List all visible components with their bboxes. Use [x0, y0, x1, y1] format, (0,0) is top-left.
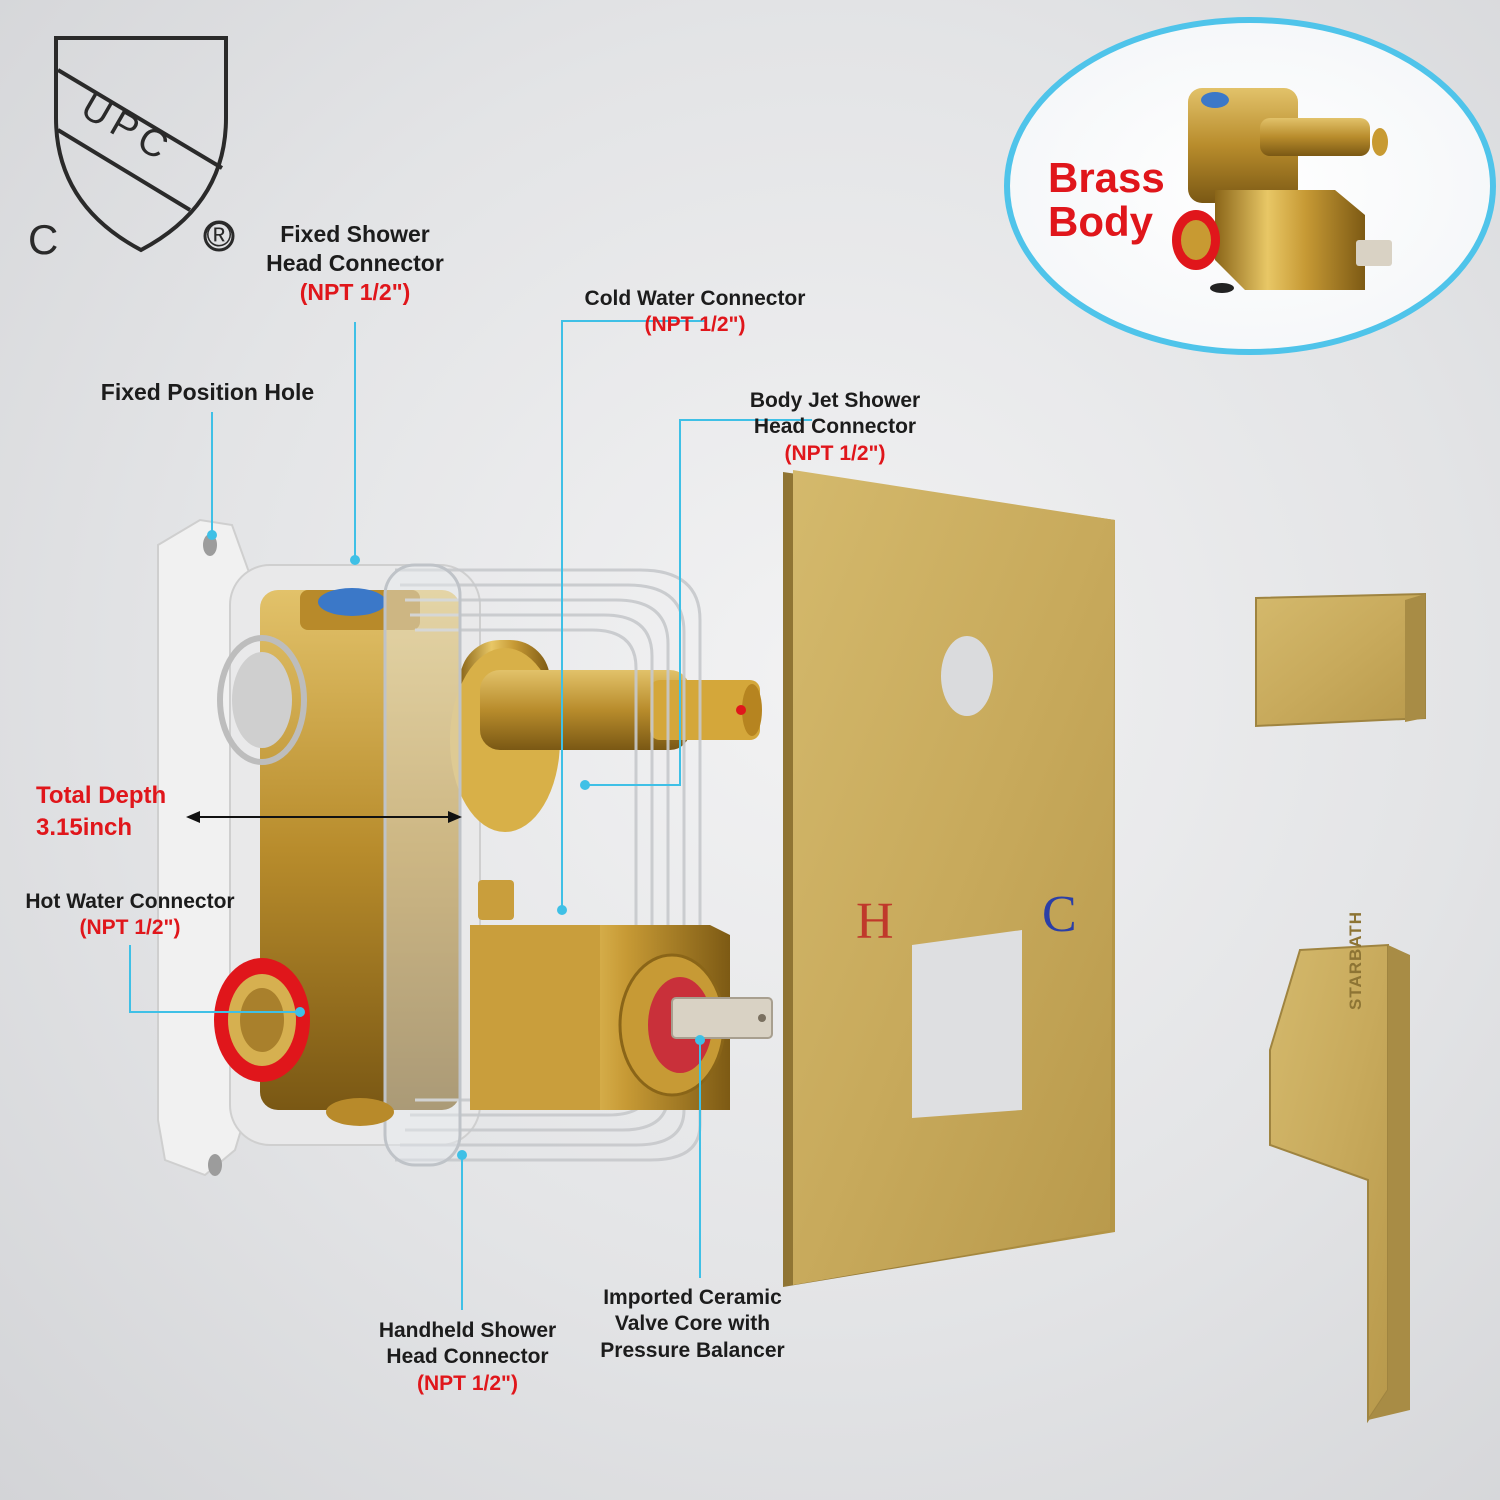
- body-jet-line2: Head Connector: [753, 415, 917, 439]
- handle-brand: STARBATH: [1346, 911, 1365, 1010]
- brass-body-line2: Body: [1048, 198, 1153, 245]
- handheld-spec: (NPT 1/2"): [417, 1371, 518, 1395]
- upc-certification-icon: [54, 36, 235, 253]
- total-depth-line2: 3.15inch: [36, 814, 133, 841]
- handle-lever: [1269, 943, 1410, 1424]
- cold-mark: C: [1042, 886, 1077, 943]
- registered-mark: ®: [206, 216, 232, 254]
- fixed-hole-line1: Fixed Position Hole: [100, 379, 315, 405]
- total-depth-line1: Total Depth: [36, 782, 167, 809]
- brass-body-line1: Brass: [1048, 154, 1165, 201]
- hot-water-label: Hot Water Connector (NPT 1/2"): [10, 889, 250, 942]
- upc-c-mark: C: [28, 216, 59, 263]
- cold-water-spec: (NPT 1/2"): [644, 313, 746, 337]
- trim-plate: [783, 470, 1115, 1287]
- brass-body-label: Brass Body: [1048, 156, 1165, 244]
- ceramic-line3: Pressure Balancer: [600, 1338, 785, 1362]
- cold-water-label: Cold Water Connector (NPT 1/2"): [560, 286, 830, 339]
- valve-cap: [1255, 592, 1426, 728]
- callout-dots: [207, 530, 705, 1160]
- callout-lines: [129, 320, 812, 1310]
- fixed-shower-spec: (NPT 1/2"): [299, 278, 411, 305]
- fixed-hole-label: Fixed Position Hole: [80, 378, 335, 407]
- depth-arrow: [186, 811, 462, 823]
- body-jet-line1: Body Jet Shower: [749, 389, 921, 412]
- hot-water-spec: (NPT 1/2"): [79, 916, 181, 940]
- body-jet-label: Body Jet Shower Head Connector (NPT 1/2"…: [730, 388, 940, 467]
- handheld-line2: Head Connector: [386, 1345, 549, 1369]
- ceramic-line1: Imported Ceramic: [603, 1286, 782, 1309]
- body-jet-spec: (NPT 1/2"): [784, 441, 886, 465]
- ceramic-line2: Valve Core with: [614, 1312, 771, 1336]
- fixed-shower-label: Fixed Shower Head Connector (NPT 1/2"): [240, 220, 470, 306]
- fixed-shower-line1: Fixed Shower: [280, 221, 430, 247]
- cold-water-line1: Cold Water Connector: [584, 287, 806, 310]
- handheld-label: Handheld Shower Head Connector (NPT 1/2"…: [360, 1318, 575, 1397]
- hot-mark: H: [856, 893, 894, 950]
- ceramic-core-label: Imported Ceramic Valve Core with Pressur…: [585, 1285, 800, 1364]
- handheld-line1: Handheld Shower: [378, 1319, 557, 1342]
- total-depth-label: Total Depth 3.15inch: [36, 780, 166, 844]
- fixed-shower-line2: Head Connector: [266, 249, 444, 276]
- brass-body-inset: [1004, 17, 1496, 355]
- hot-water-line1: Hot Water Connector: [25, 890, 235, 913]
